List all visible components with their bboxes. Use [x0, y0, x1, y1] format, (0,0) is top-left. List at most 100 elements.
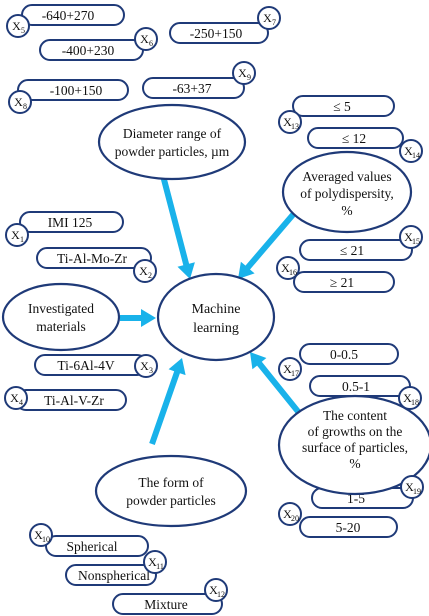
category-node-polydispersity-label-line-2: of polydispersity, — [300, 186, 394, 201]
pill-outline — [169, 22, 269, 44]
variable-label-x4: Ti-Al-V-Zr — [44, 393, 104, 408]
marker-circle — [6, 14, 30, 38]
arrow-from-materials — [120, 309, 156, 327]
variable-symbol-x19: X — [405, 480, 414, 494]
category-node-growths-outline — [277, 394, 429, 496]
variable-symbol-x4: X — [10, 391, 19, 405]
variable-index-x20: 20 — [291, 514, 299, 523]
arrow-shape-from-polydispersity — [238, 208, 300, 279]
variable-index-x8: 8 — [23, 102, 27, 111]
marker-circle — [399, 225, 423, 249]
marker-circle — [257, 6, 281, 30]
variable-pill-x2: Ti-Al-Mo-Zr — [36, 247, 152, 269]
category-node-diameter-label-line-2: powder particles, µm — [115, 144, 230, 159]
variable-symbol-x1: X — [11, 228, 20, 242]
category-node-polydispersity: Averaged values of polydispersity,% — [281, 150, 413, 234]
variable-pill-x15: ≤ 21 — [299, 239, 413, 261]
marker-circle — [29, 523, 53, 547]
variable-pill-x1: IMI 125 — [19, 211, 124, 233]
marker-circle — [278, 502, 302, 526]
variable-pill-x12: Mixture — [112, 593, 223, 615]
variable-symbol-x6: X — [140, 32, 149, 46]
variable-pill-x9: -63+37 — [142, 77, 245, 99]
variable-symbol-x17: X — [283, 362, 292, 376]
variable-label-x14: ≤ 12 — [342, 131, 366, 146]
variable-symbol-x8: X — [14, 95, 23, 109]
variable-label-x20: 5-20 — [336, 520, 361, 535]
category-node-materials-label-line-2: materials — [36, 319, 85, 334]
variable-pill-x7: -250+150 — [169, 22, 269, 44]
marker-circle — [133, 259, 157, 283]
category-node-growths-label-line-4: % — [349, 456, 360, 471]
variable-symbol-x16: X — [281, 261, 290, 275]
marker-circle — [134, 354, 158, 378]
marker-circle — [278, 110, 302, 134]
pill-outline — [142, 77, 245, 99]
marker-circle — [134, 27, 158, 51]
marker-circle — [4, 386, 28, 410]
variable-pill-x5: -640+270 — [21, 4, 125, 26]
variable-label-x7: -250+150 — [190, 26, 243, 41]
center-node-machine-learning-label-line-2: learning — [193, 321, 239, 336]
variable-label-x18: 0.5-1 — [342, 379, 370, 394]
variable-symbol-x12: X — [209, 583, 218, 597]
marker-circle — [8, 90, 32, 114]
category-node-polydispersity-outline — [281, 150, 413, 234]
variable-pill-x14: ≤ 12 — [307, 127, 404, 149]
variable-label-x1: IMI 125 — [48, 215, 93, 230]
variable-symbol-x14: X — [404, 144, 413, 158]
category-node-growths-label-line-1: The content — [323, 408, 387, 423]
variable-symbol-x5: X — [12, 19, 21, 33]
arrow-shape-from-diameter — [158, 167, 195, 279]
category-node-polydispersity-label-line-1: Averaged values — [302, 169, 391, 184]
category-node-materials-outline — [1, 282, 121, 352]
category-node-form-outline — [94, 454, 248, 528]
variable-symbol-x3: X — [140, 359, 149, 373]
variable-symbol-x2: X — [139, 264, 148, 278]
category-node-form-label-line-1: The form of — [138, 475, 204, 490]
category-node-polydispersity-label-line-3: % — [341, 203, 352, 218]
variable-index-x14: 14 — [412, 151, 420, 160]
variable-label-x6: -400+230 — [62, 43, 115, 58]
arrow-from-polydispersity — [238, 208, 300, 279]
center-node-machine-learning-label-line-1: Machine — [192, 302, 241, 317]
category-node-growths-label-line-2: of growths on the — [308, 424, 403, 439]
pill-outline — [17, 79, 129, 101]
variable-index-x17: 17 — [291, 369, 299, 378]
pill-outline — [299, 516, 398, 538]
category-node-growths-label-line-3: surface of particles, — [302, 440, 408, 455]
variable-label-x17: 0-0.5 — [330, 347, 358, 362]
arrow-from-diameter — [158, 167, 195, 279]
pill-outline — [293, 271, 395, 293]
variable-symbol-x10: X — [34, 528, 43, 542]
variable-index-x18: 18 — [411, 398, 419, 407]
variable-label-x16: ≥ 21 — [330, 275, 354, 290]
variable-symbol-x11: X — [148, 555, 157, 569]
variable-symbol-x9: X — [238, 66, 247, 80]
pill-outline — [292, 95, 395, 117]
variable-label-x15: ≤ 21 — [340, 243, 364, 258]
variable-label-x10: Spherical — [67, 539, 118, 554]
marker-circle — [398, 386, 422, 410]
variable-label-x8: -100+150 — [50, 83, 103, 98]
pill-outline — [299, 343, 399, 365]
variable-symbol-x20: X — [283, 507, 292, 521]
variable-pill-x4: Ti-Al-V-Zr — [15, 389, 127, 411]
variable-index-x11: 11 — [156, 562, 164, 571]
